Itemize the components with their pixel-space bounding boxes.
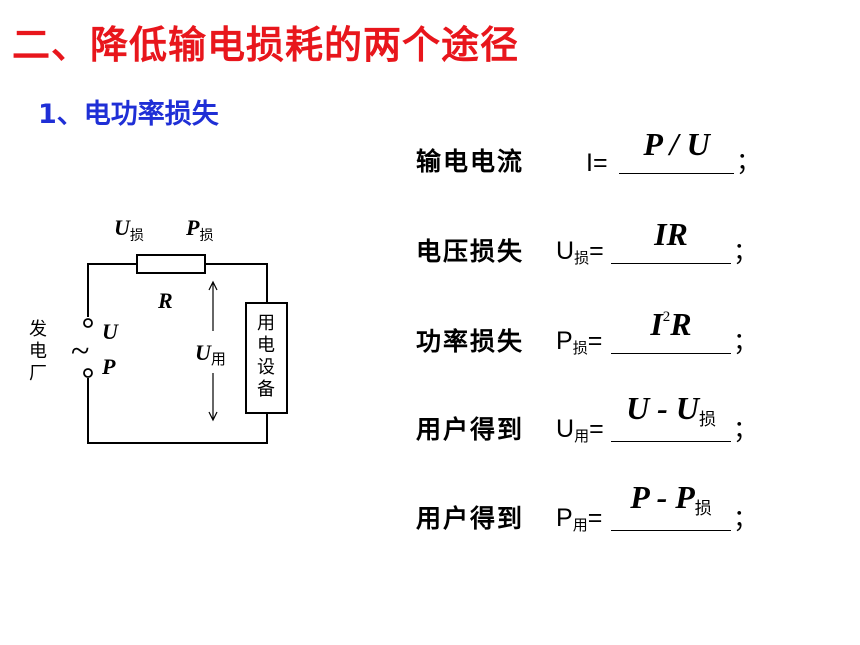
device-box xyxy=(245,302,288,414)
circuit-wires xyxy=(87,263,268,444)
formula-row-power-loss: 功率损失 P损= I2R ； xyxy=(416,306,759,362)
row-label: 电压损失 xyxy=(416,237,525,266)
answer-text: I2R xyxy=(650,306,692,342)
semicolon: ； xyxy=(736,147,762,176)
device-label: 用 电 设 备 xyxy=(257,313,275,399)
answer-text: IR xyxy=(654,216,688,252)
terminal-top xyxy=(83,318,93,328)
generator-p-label: P xyxy=(101,354,116,379)
row-variable: U用= xyxy=(556,415,604,445)
row-variable: P损= xyxy=(556,327,603,357)
resistor xyxy=(136,254,206,274)
section-subtitle: 1、电功率损失 xyxy=(38,99,219,130)
semicolon: ； xyxy=(733,237,759,266)
formula-row-voltage-loss: 电压损失 U损= IR ； xyxy=(416,216,759,272)
formula-row-user-voltage: 用户得到 U用= U - U损 ； xyxy=(416,390,759,450)
formula-row-user-power: 用户得到 P用= P - P损 ； xyxy=(416,479,759,539)
row-label: 用户得到 xyxy=(416,504,525,533)
u-loss-label: U损 xyxy=(114,215,144,244)
generator-label: 发 电 厂 xyxy=(29,319,47,383)
answer-blank xyxy=(611,441,731,442)
circuit-diagram: U损 P损 R ~ U P U用 发 电 厂 用 电 设 备 xyxy=(29,215,288,444)
answer-text: P - P损 xyxy=(630,479,712,519)
semicolon: ； xyxy=(733,327,759,356)
formula-row-current: 输电电流 I= P / U ； xyxy=(416,126,761,182)
resistor-label: R xyxy=(157,288,173,313)
row-variable: I= xyxy=(586,149,608,177)
u-user-label: U用 xyxy=(195,340,226,368)
answer-blank xyxy=(611,263,731,264)
answer-blank xyxy=(611,353,731,354)
voltage-arrow xyxy=(208,280,218,422)
row-label: 用户得到 xyxy=(416,415,525,444)
svg-text:备: 备 xyxy=(257,379,275,399)
svg-text:厂: 厂 xyxy=(29,363,47,383)
answer-blank xyxy=(611,530,731,531)
answer-text: U - U损 xyxy=(626,390,716,430)
tilde-symbol: ~ xyxy=(71,333,89,370)
svg-text:电: 电 xyxy=(29,341,47,361)
answer-blank xyxy=(619,173,734,174)
answer-text: P / U xyxy=(643,126,710,162)
row-variable: U损= xyxy=(556,237,604,267)
row-label: 功率损失 xyxy=(416,327,525,356)
terminal-bottom xyxy=(83,368,93,378)
svg-text:用: 用 xyxy=(257,313,275,333)
svg-text:设: 设 xyxy=(257,357,275,377)
semicolon: ； xyxy=(733,415,759,444)
generator-u-label: U xyxy=(102,319,119,344)
svg-text:发: 发 xyxy=(29,319,47,339)
row-label: 输电电流 xyxy=(416,147,525,176)
p-loss-label: P损 xyxy=(185,215,213,244)
page-title: 二、降低输电损耗的两个途径 xyxy=(12,23,520,67)
svg-text:电: 电 xyxy=(257,335,275,355)
row-variable: P用= xyxy=(556,504,603,534)
semicolon: ； xyxy=(733,504,759,533)
